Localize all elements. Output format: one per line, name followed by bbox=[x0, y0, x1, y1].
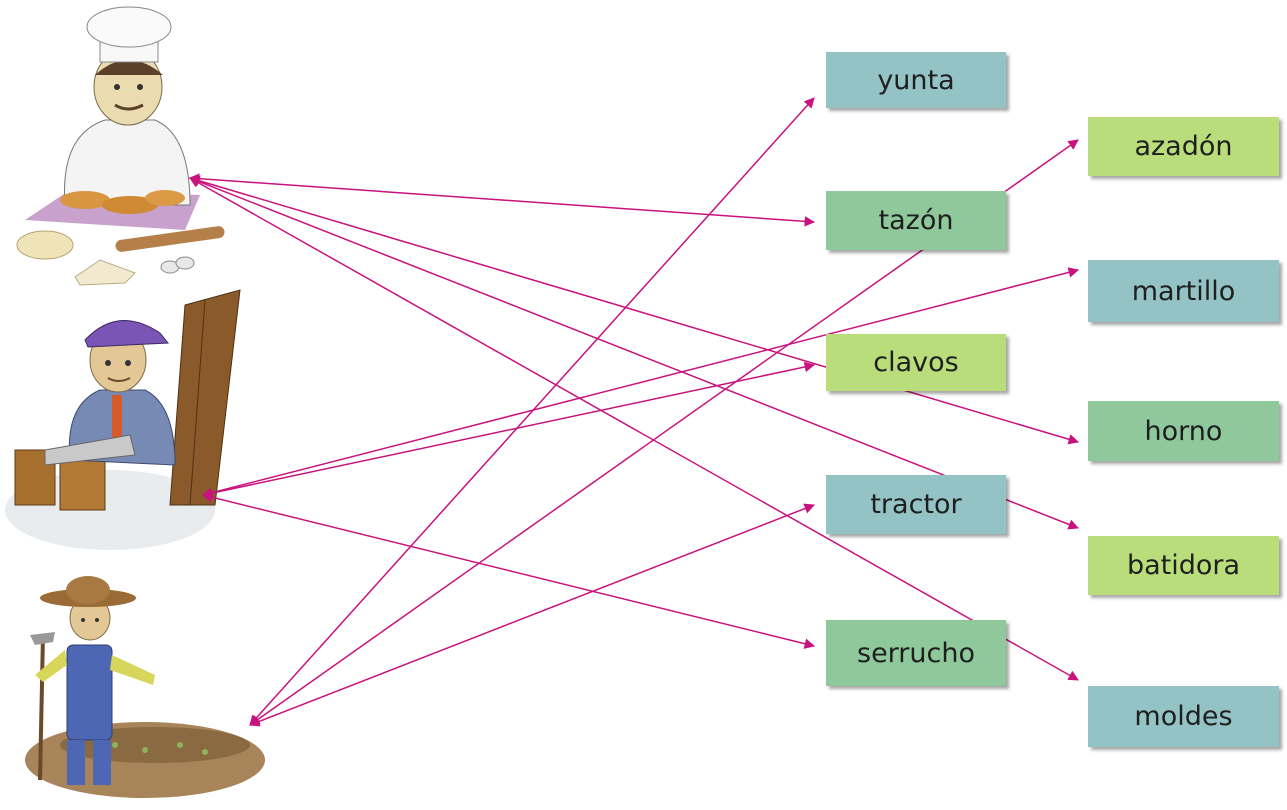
card-yunta[interactable]: yunta bbox=[826, 52, 1006, 108]
card-clavos[interactable]: clavos bbox=[826, 334, 1006, 391]
arrow-farmer-yunta bbox=[249, 97, 815, 726]
arrow-carpenter-serrucho bbox=[201, 492, 816, 649]
chef-illustration bbox=[16, 6, 225, 286]
card-martillo[interactable]: martillo bbox=[1088, 260, 1279, 322]
arrow-chef-moldes bbox=[189, 177, 1079, 681]
card-tractor[interactable]: tractor bbox=[826, 475, 1006, 534]
card-serrucho[interactable]: serrucho bbox=[826, 620, 1006, 686]
arrow-farmer-tractor bbox=[249, 503, 815, 727]
arrow-carpenter-clavos bbox=[201, 361, 816, 499]
card-batidora[interactable]: batidora bbox=[1088, 536, 1279, 595]
card-moldes[interactable]: moldes bbox=[1088, 686, 1279, 747]
card-tazon[interactable]: tazón bbox=[826, 191, 1006, 250]
card-horno[interactable]: horno bbox=[1088, 401, 1279, 461]
card-azadon[interactable]: azadón bbox=[1088, 117, 1279, 176]
farmer-illustration bbox=[25, 576, 265, 798]
